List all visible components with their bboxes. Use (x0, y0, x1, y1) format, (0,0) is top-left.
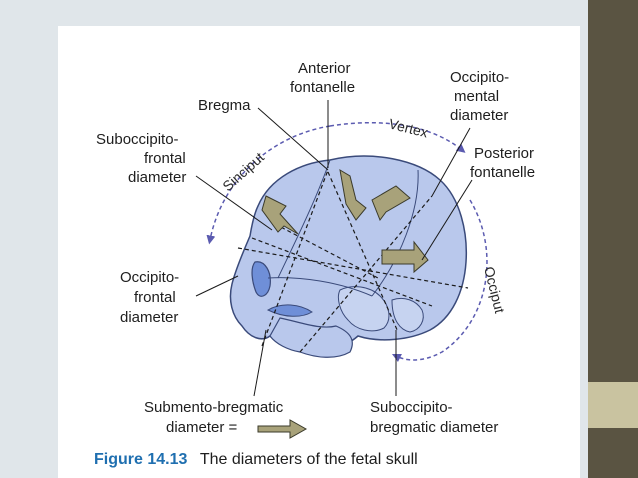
sinciput-arc (206, 125, 331, 245)
pointer-suboccipito-frontal (195, 175, 273, 231)
occipito-mental-line (299, 195, 433, 353)
label-suboccipito-bregmatic-2: bregmatic diameter (370, 419, 498, 436)
label-occiput: Occiput (481, 265, 508, 315)
label-occipito-frontal-2: frontal (134, 289, 176, 306)
label-suboccipito-frontal-3: diameter (128, 169, 186, 186)
label-occipito-mental-3: diameter (450, 107, 508, 124)
engagement-arrow-occiput (381, 240, 429, 274)
label-suboccipito-bregmatic-1: Suboccipito- (370, 399, 453, 416)
figure-title: The diameters of the fetal skull (200, 451, 418, 468)
pointer-occipito-frontal (195, 275, 239, 297)
sidebar-accent (588, 382, 638, 428)
mastoid (391, 297, 424, 333)
figure-caption: Figure 14.13 The diameters of the fetal … (94, 451, 418, 468)
figure-number: Figure 14.13 (94, 451, 187, 468)
label-vertex: Vertex (387, 115, 429, 140)
label-occipito-mental-2: mental (454, 88, 499, 105)
pointer-submento-bregmatic (253, 329, 267, 397)
label-anterior-fontanelle-2: fontanelle (290, 79, 355, 96)
jaw (269, 317, 353, 358)
label-submento-bregmatic-1: Submento-bregmatic (144, 399, 284, 416)
vertex-line (274, 223, 379, 279)
engagement-arrow-frontal (261, 195, 299, 235)
label-occipito-mental-1: Occipito- (450, 69, 509, 86)
zygomatic (266, 304, 313, 317)
vertex-arc (329, 121, 466, 153)
label-sinciput: Sinciput (219, 149, 267, 194)
pointer-occipito-mental (431, 127, 471, 197)
engagement-arrow-bregma (339, 169, 367, 221)
label-posterior-fontanelle-1: Posterior (474, 145, 534, 162)
label-occipito-frontal-1: Occipito- (120, 269, 179, 286)
engagement-arrow-legend (257, 419, 308, 439)
engagement-arrow-vertex (371, 185, 411, 222)
suboccipito-bregmatic-line (327, 171, 399, 333)
label-suboccipito-frontal-1: Suboccipito- (96, 131, 179, 148)
label-posterior-fontanelle-2: fontanelle (470, 164, 535, 181)
temporal-bone (337, 286, 390, 332)
label-bregma: Bregma (198, 97, 251, 114)
pointer-posterior-fontanelle (421, 179, 473, 261)
orbit (251, 261, 271, 297)
label-occipito-frontal-3: diameter (120, 309, 178, 326)
coronal-suture (277, 159, 331, 279)
squamous-suture (267, 277, 373, 297)
label-submento-bregmatic-2: diameter = (166, 419, 238, 436)
label-anterior-fontanelle-1: Anterior (298, 60, 351, 77)
occipito-frontal-line (237, 247, 469, 289)
lambdoid-suture (371, 169, 419, 297)
label-suboccipito-frontal-2: frontal (144, 150, 186, 167)
pointer-bregma (257, 107, 329, 171)
submento-bregmatic-line (261, 169, 329, 347)
